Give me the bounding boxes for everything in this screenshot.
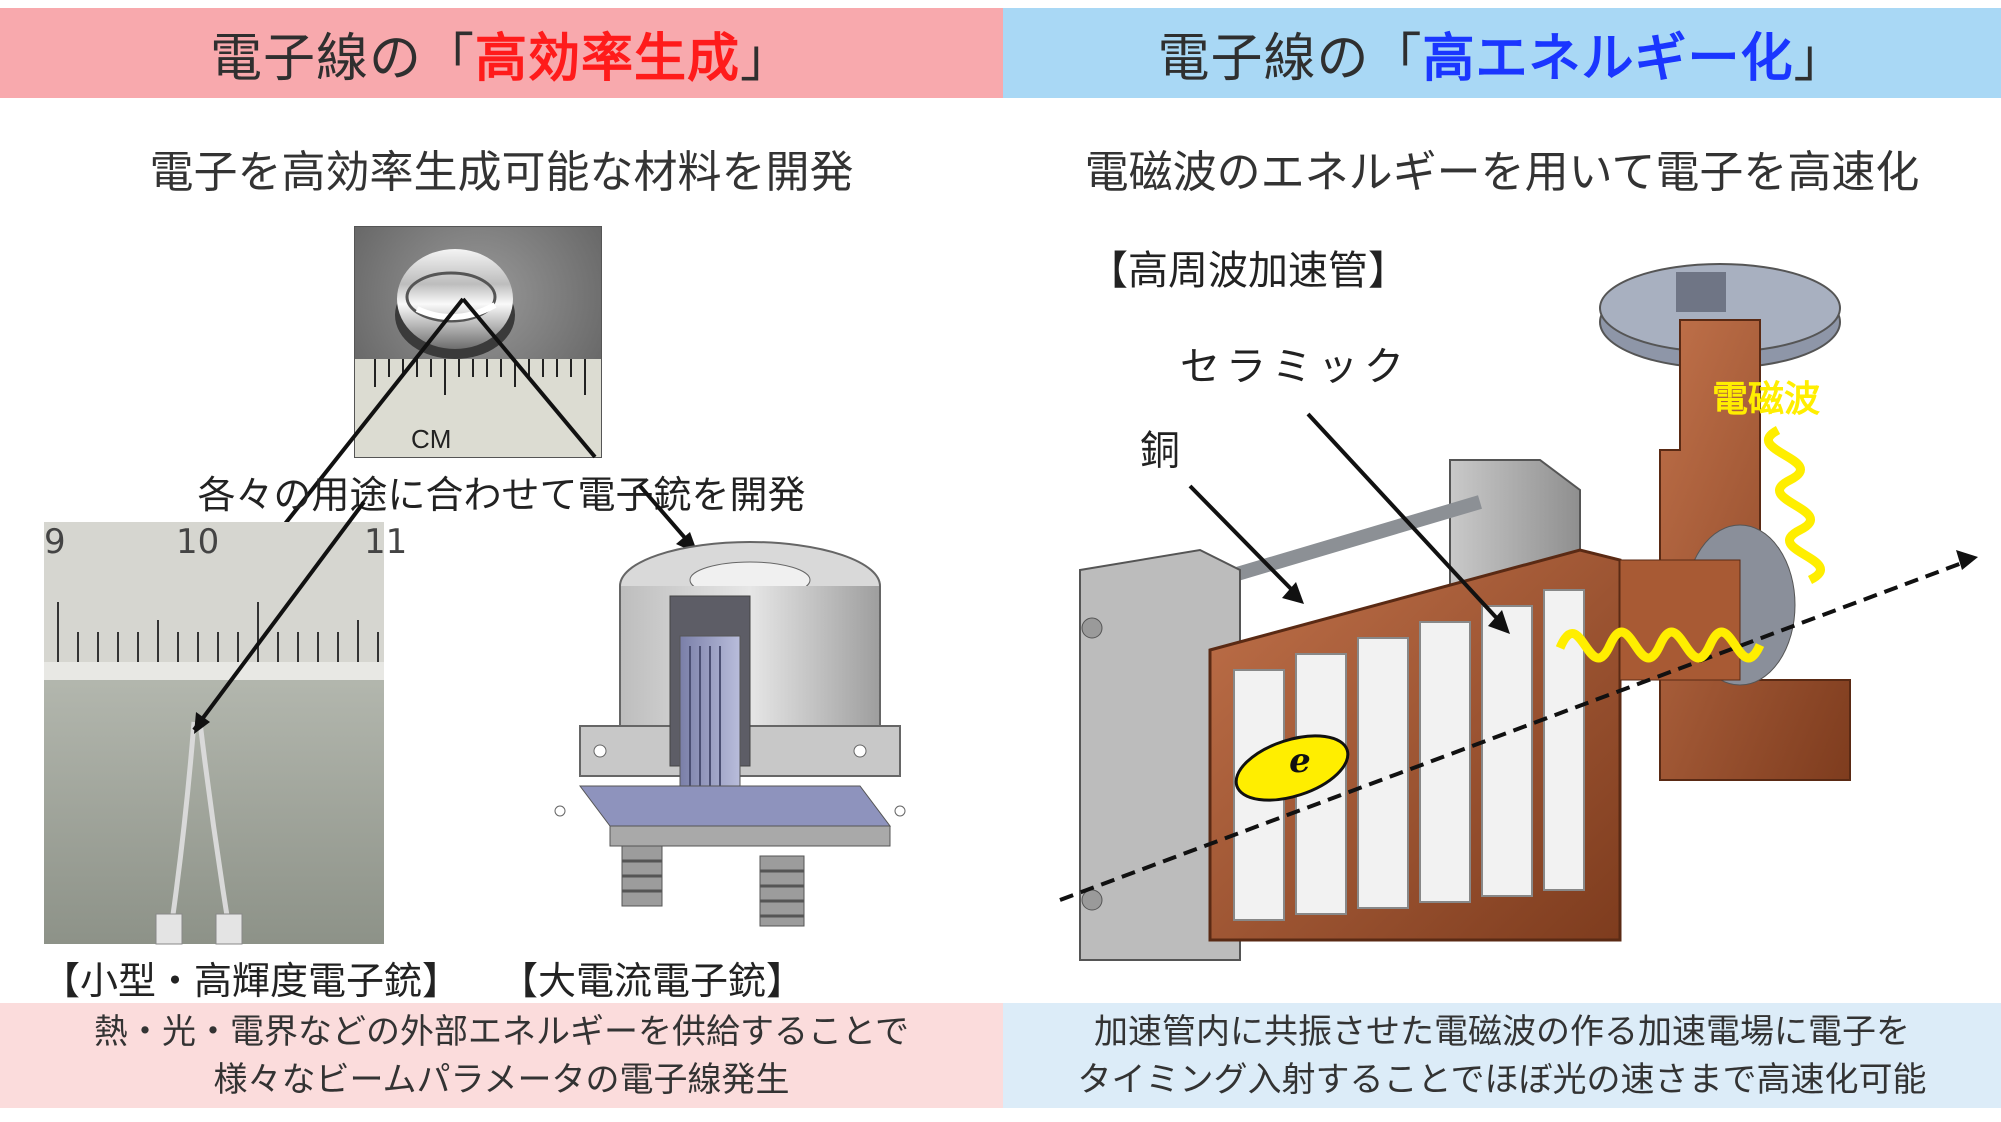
ruler-scale [44, 522, 384, 662]
filament-wire-left [165, 721, 197, 945]
large-gun-cad [554, 484, 906, 927]
ceramic-pointer [1306, 412, 1506, 628]
small-gun-drawing [44, 500, 384, 945]
electron [1234, 734, 1350, 802]
beam-arrowhead [1956, 550, 1978, 570]
electron-label: e [1289, 741, 1311, 781]
right-subtitle: 電磁波のエネルギーを用いて電子を高速化 [1084, 147, 1920, 198]
left-footer: 熱・光・電界などの外部エネルギーを供給することで 様々なビームパラメータの電子線… [0, 1003, 1003, 1108]
ruler-strip [355, 359, 601, 457]
filament-wire-right [197, 721, 235, 945]
left-header-prefix: 電子線の「 [209, 28, 475, 89]
ruler-number-9: 9 [44, 522, 66, 562]
left-header-suffix: 」 [740, 28, 794, 89]
label-ceramic: セラミック [1180, 344, 1410, 390]
left-footer-line-2: 様々なビームパラメータの電子線発生 [213, 1059, 790, 1100]
gun-springs [621, 845, 805, 927]
material-photo-drawing [233, 227, 601, 589]
label-copper: 銅 [1140, 428, 1180, 474]
em-wave-vertical [1764, 426, 1825, 585]
material-photo: CM [233, 226, 602, 589]
large-gun-label: 【大電流電子銃】 [500, 959, 805, 1003]
left-header-highlight: 高効率生成 [474, 28, 740, 89]
right-header-prefix: 電子線の「 [1157, 28, 1423, 89]
accelerator-tube-diagram [1059, 263, 1978, 961]
rf-flange [1599, 263, 1841, 369]
guns-caption: 各々の用途に合わせて電子銃を開発 [197, 473, 806, 517]
left-footer-line-1: 熱・光・電界などの外部エネルギーを供給することで [94, 1011, 909, 1052]
right-header: 電子線の「高エネルギー化」 [1003, 8, 2001, 98]
em-wave-label: 電磁波 [1712, 379, 1821, 420]
right-footer-line-1: 加速管内に共振させた電磁波の作る加速電場に電子を [1094, 1011, 1910, 1052]
right-header-highlight: 高エネルギー化 [1422, 28, 1794, 89]
em-wave-horizontal [1555, 627, 1765, 663]
gun-lower-plate [579, 785, 891, 827]
right-header-suffix: 」 [1793, 28, 1847, 89]
left-subtitle: 電子を高効率生成可能な材料を開発 [149, 147, 854, 198]
small-gun-photo: 9 10 11 [44, 500, 407, 945]
diagram-title: 【高周波加速管】 [1088, 248, 1408, 294]
pointer-line-small-gun [192, 500, 366, 732]
right-footer: 加速管内に共振させた電磁波の作る加速電場に電子を タイミング入射することでほぼ光… [1003, 1003, 2001, 1108]
beam-axis [1059, 558, 1971, 902]
small-gun-label: 【小型・高輝度電子銃】 [42, 959, 461, 1003]
ruler-number-11: 11 [364, 522, 408, 562]
pointer-line-2 [461, 297, 597, 459]
left-header: 電子線の「高効率生成」 [0, 8, 1003, 98]
pointer-arrowhead [194, 712, 210, 734]
copper-pointer [1188, 484, 1300, 598]
pointer-line-large-gun [638, 484, 694, 548]
photo-ruler-label: CM [411, 424, 452, 454]
ruler-number-10: 10 [176, 522, 220, 562]
right-footer-line-2: タイミング入射することでほぼ光の速さまで高速化可能 [1077, 1059, 1927, 1100]
